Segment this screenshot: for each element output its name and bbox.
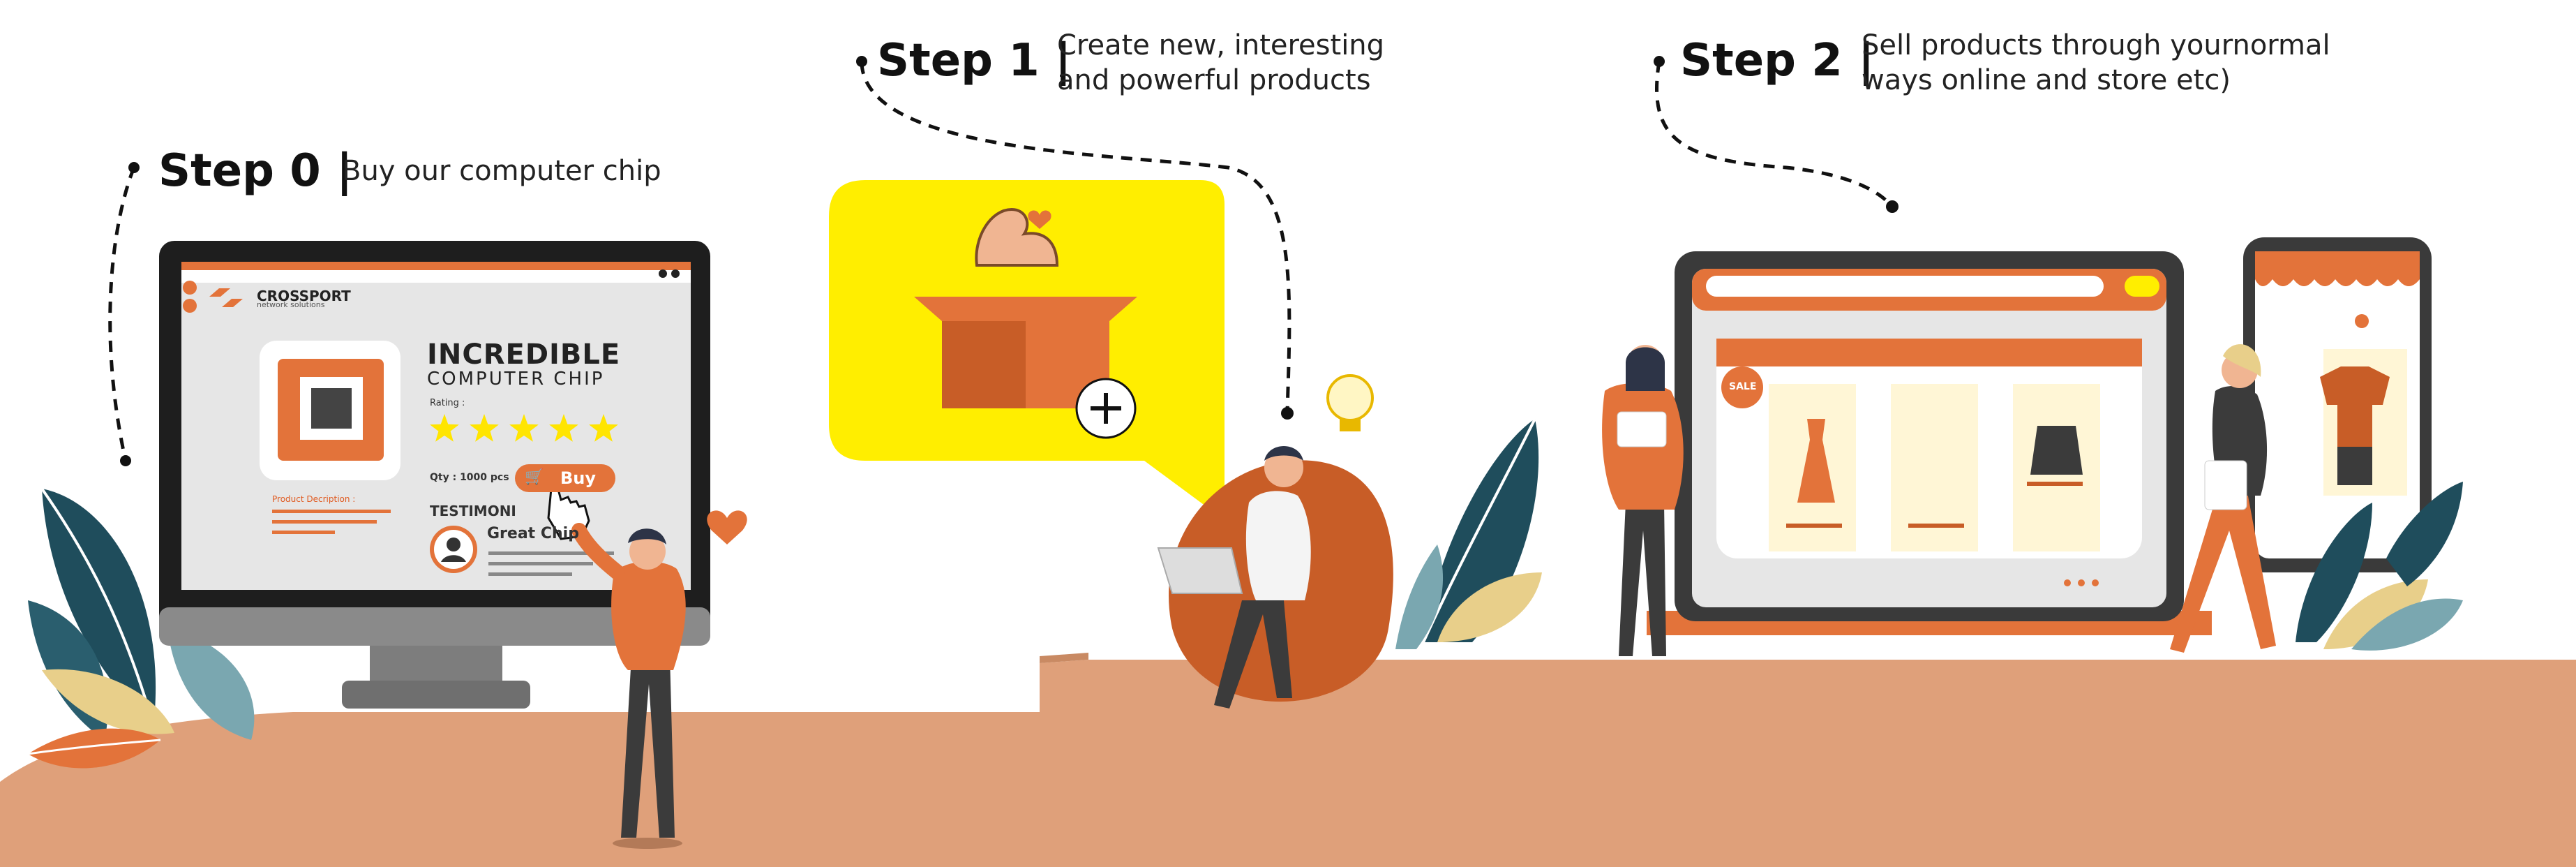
heart-icon bbox=[707, 510, 747, 544]
shop-laptop bbox=[1647, 251, 2212, 635]
sale-badge bbox=[1721, 366, 1763, 408]
step2-label: Step 2 | bbox=[1680, 35, 1875, 87]
person-on-beanbag bbox=[1157, 446, 1393, 709]
product-description-label: Product Decription : bbox=[272, 494, 356, 504]
rating-star-icon bbox=[549, 414, 578, 442]
rating-star-icon bbox=[470, 414, 499, 442]
connector-step0 bbox=[108, 167, 136, 461]
rating-star-icon bbox=[589, 414, 618, 442]
step0-description: Buy our computer chip bbox=[342, 155, 661, 187]
step2-description: Sell products through yournormal ways on… bbox=[1862, 29, 2330, 96]
rating-label: Rating : bbox=[430, 398, 465, 408]
cart-icon: 🛒 bbox=[525, 468, 544, 486]
rating-stars bbox=[430, 414, 618, 442]
step0-label: Step 0 | bbox=[158, 145, 353, 197]
connector-step0-dot bbox=[120, 455, 131, 466]
step1-description: Create new, interesting and powerful pro… bbox=[1057, 29, 1385, 96]
product-title: INCREDIBLE bbox=[427, 339, 621, 371]
rating-star-icon bbox=[509, 414, 539, 442]
step1-label: Step 1 | bbox=[877, 35, 1072, 87]
desktop-monitor bbox=[159, 241, 710, 709]
sale-badge-label: SALE bbox=[1729, 381, 1757, 392]
connector-step1 bbox=[860, 62, 1291, 413]
middle-plant bbox=[1395, 418, 1542, 649]
testimonial-text: Great Chip bbox=[487, 525, 579, 542]
person-walking bbox=[2170, 344, 2276, 653]
testimonial-heading: TESTIMONI bbox=[430, 503, 516, 519]
step0-dot bbox=[128, 162, 140, 173]
step-platform bbox=[1040, 653, 1088, 663]
step2-dot bbox=[1654, 56, 1665, 67]
left-plants bbox=[27, 487, 255, 769]
buy-button[interactable]: 🛒 Buy bbox=[515, 464, 615, 492]
lightbulb-icon bbox=[1326, 374, 1374, 431]
product-subtitle: COMPUTER CHIP bbox=[427, 369, 605, 390]
ground bbox=[0, 660, 2576, 867]
connector-step2-dot bbox=[1886, 200, 1899, 213]
brand-name: CROSSPORT bbox=[257, 288, 351, 304]
brand-tagline: network solutions bbox=[257, 300, 325, 309]
connector-step1-dot bbox=[1281, 407, 1294, 420]
buy-button-label: Buy bbox=[560, 468, 596, 488]
quantity-label: Qty : 1000 pcs bbox=[430, 472, 509, 483]
rating-star-icon bbox=[430, 414, 459, 442]
step1-dot bbox=[856, 56, 867, 67]
idea-speech-bubble bbox=[829, 180, 1225, 520]
right-plants bbox=[2296, 482, 2463, 651]
shop-phone bbox=[2243, 237, 2432, 572]
person-buyer bbox=[571, 523, 686, 849]
person-with-tablet bbox=[1602, 345, 1684, 656]
